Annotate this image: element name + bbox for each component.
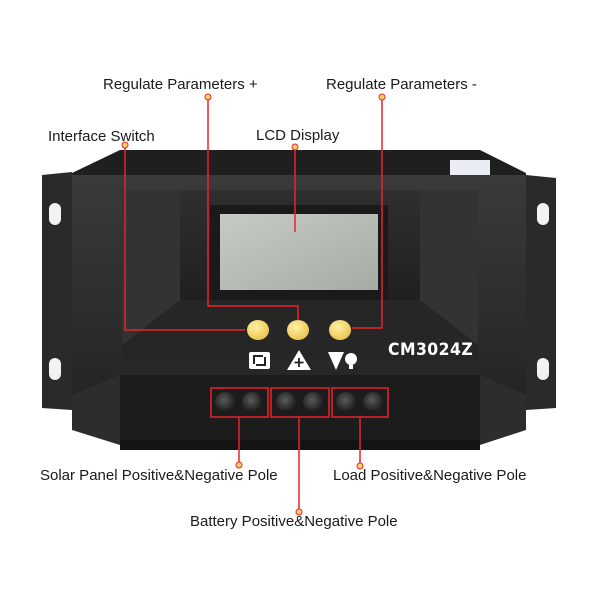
terminal-block <box>120 375 480 445</box>
load-terminal-group <box>331 387 389 418</box>
battery-positive-screw[interactable] <box>276 392 296 412</box>
lcd-screen <box>220 214 378 290</box>
callout-dots <box>121 93 386 516</box>
load-positive-screw[interactable] <box>336 392 356 412</box>
interface-switch-leader <box>124 145 245 331</box>
callout-battery: Battery Positive&Negative Pole <box>190 513 398 530</box>
battery-terminal-group <box>270 387 330 418</box>
callout-interface-switch: Interface Switch <box>48 128 155 145</box>
cycle-arrows-icon <box>249 352 270 369</box>
regulate-plus-button[interactable] <box>287 320 309 340</box>
callout-lines <box>124 97 383 512</box>
solar-positive-screw[interactable] <box>215 392 235 412</box>
regulate-minus-leader <box>352 97 383 329</box>
callout-regulate-minus: Regulate Parameters - <box>326 76 477 93</box>
triangle-plus-icon <box>287 350 311 370</box>
left-mounting-flange <box>42 172 72 410</box>
callout-regulate-plus: Regulate Parameters + <box>103 76 258 93</box>
regulate-minus-button[interactable] <box>329 320 351 340</box>
right-mounting-flange <box>526 175 556 410</box>
callout-lcd-display: LCD Display <box>256 127 340 144</box>
solar-negative-screw[interactable] <box>242 392 262 412</box>
regulate-plus-leader <box>207 97 299 320</box>
solar-terminal-group <box>210 387 269 418</box>
interface-switch-button[interactable] <box>247 320 269 340</box>
triangle-minus-bulb-icon <box>328 352 357 370</box>
battery-negative-screw[interactable] <box>303 392 323 412</box>
model-label: CM3024Z <box>388 340 474 360</box>
callout-solar-panel: Solar Panel Positive&Negative Pole <box>40 467 278 484</box>
callout-load: Load Positive&Negative Pole <box>333 467 527 484</box>
load-negative-screw[interactable] <box>363 392 383 412</box>
